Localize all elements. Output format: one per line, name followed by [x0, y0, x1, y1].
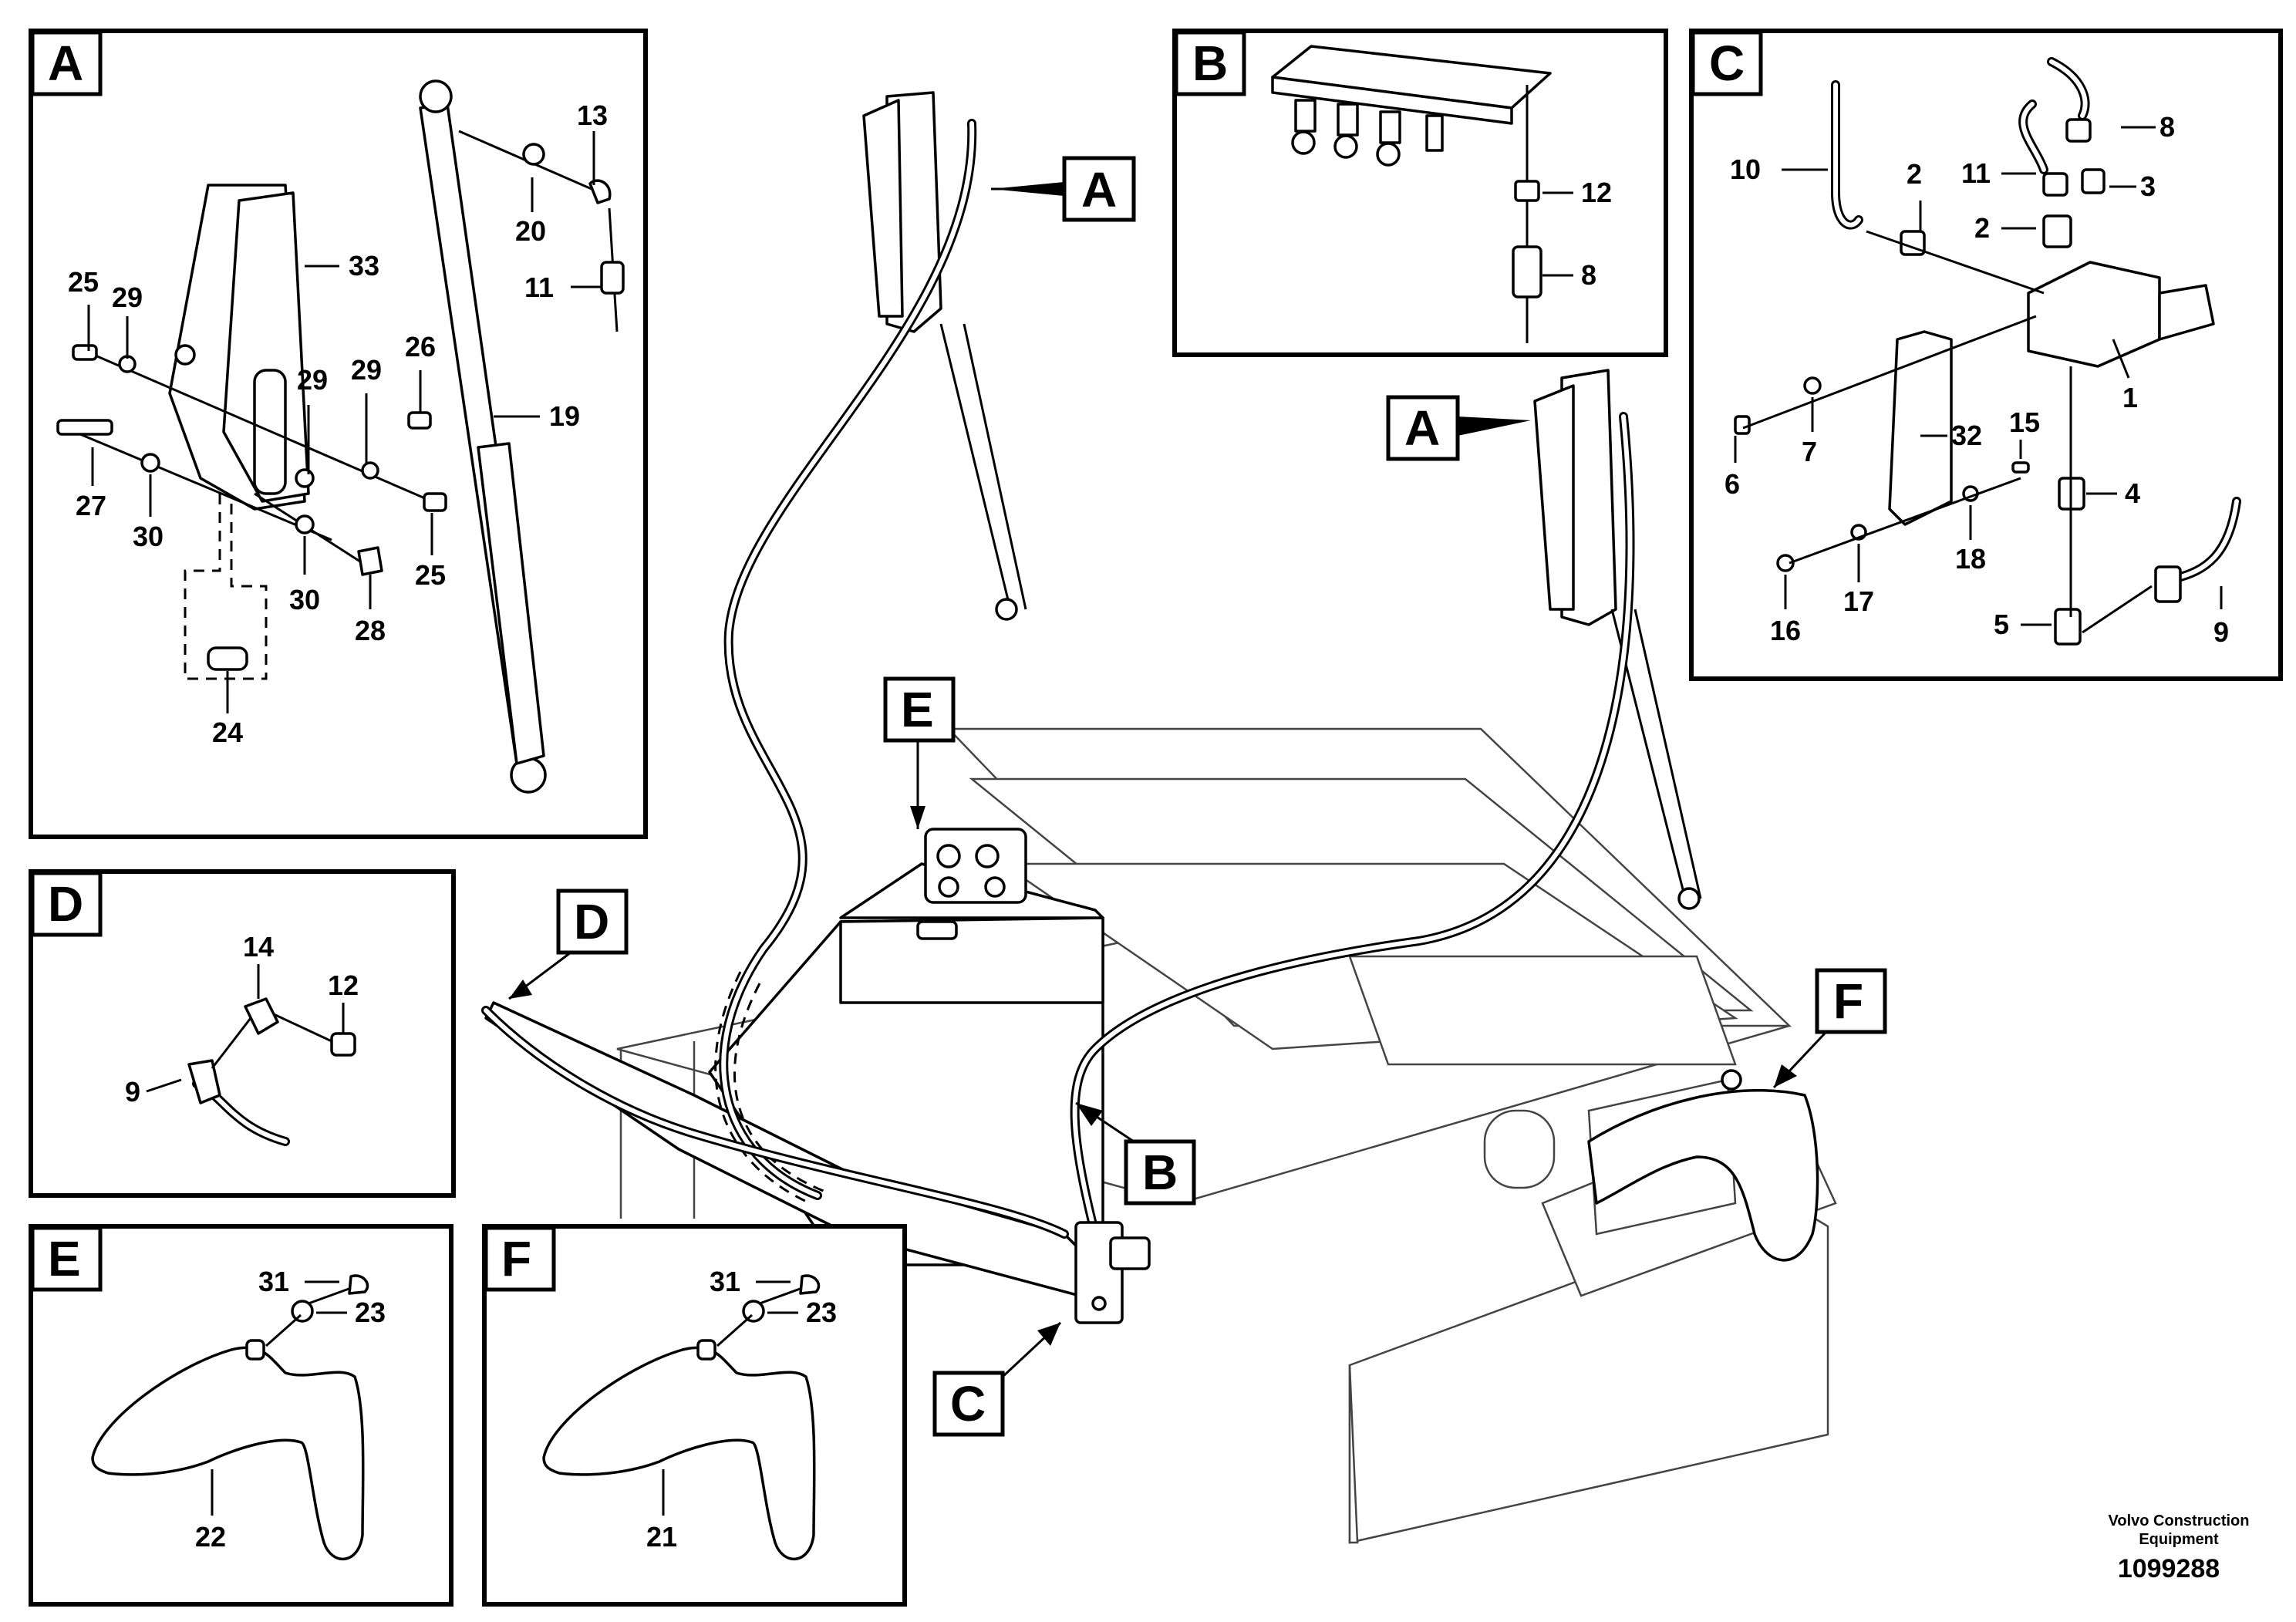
panel-b: B 12 8 — [1172, 29, 1668, 357]
part-label: 6 — [1725, 468, 1740, 500]
valve-assembly-icon — [916, 828, 1027, 940]
panel-f: F 31 23 21 — [482, 1224, 907, 1607]
main-assembly — [481, 91, 1837, 1544]
part-label: 14 — [243, 931, 274, 963]
callout-letter: A — [1081, 162, 1117, 218]
part-label: 11 — [1961, 157, 1991, 189]
panel-letter: B — [1192, 35, 1228, 91]
part-label: 11 — [524, 271, 554, 303]
panel-letter: E — [48, 1231, 81, 1286]
callout-f: F — [1772, 968, 1887, 1089]
part-label: 23 — [355, 1297, 386, 1328]
credit-line-2: Equipment — [2139, 1531, 2219, 1548]
part-label: 8 — [2159, 111, 2175, 143]
part-label: 13 — [577, 99, 608, 131]
part-label: 9 — [125, 1076, 140, 1108]
part-label: 29 — [351, 354, 382, 386]
panel-letter: C — [1709, 35, 1745, 91]
part-label: 22 — [195, 1521, 226, 1553]
part-label: 32 — [1951, 420, 1982, 451]
callout-c: C — [932, 1321, 1062, 1437]
part-label: 12 — [328, 969, 359, 1001]
part-label: 26 — [405, 331, 436, 363]
callout-b: B — [1075, 1101, 1196, 1206]
panel-e: E 31 23 22 — [29, 1224, 453, 1607]
panel-d: D 14 12 9 — [29, 869, 456, 1198]
part-label: 23 — [806, 1297, 837, 1328]
panel-letter: D — [48, 876, 83, 932]
part-label: 27 — [76, 490, 106, 521]
panel-letter: A — [48, 35, 83, 91]
panel-c: C — [1689, 29, 2283, 681]
part-label: 24 — [212, 717, 243, 748]
part-label: 15 — [2009, 406, 2040, 438]
callout-letter: F — [1833, 973, 1863, 1029]
part-label: 12 — [1581, 177, 1612, 208]
part-label: 10 — [1730, 153, 1761, 185]
part-label: 5 — [1994, 609, 2009, 640]
part-label: 30 — [289, 584, 320, 615]
panel-letter: F — [501, 1231, 531, 1286]
callout-letter: E — [901, 682, 934, 737]
part-label: 25 — [415, 559, 446, 591]
part-label: 25 — [68, 266, 99, 298]
part-label: 17 — [1843, 585, 1874, 617]
valve-block-icon — [1074, 1221, 1151, 1324]
part-label: 18 — [1955, 543, 1986, 575]
part-label: 31 — [710, 1266, 740, 1297]
part-label: 2 — [1907, 158, 1922, 190]
part-label: 28 — [355, 615, 386, 646]
right-cylinder-icon — [1533, 369, 1702, 910]
callout-letter: B — [1142, 1145, 1178, 1200]
callout-d: D — [508, 889, 629, 1000]
part-label: 33 — [349, 250, 379, 282]
part-label: 4 — [2125, 477, 2140, 509]
part-label: 8 — [1581, 259, 1596, 291]
callout-a-right: A — [1386, 395, 1531, 461]
credit-line-1: Volvo Construction — [2109, 1512, 2250, 1529]
left-cylinder-icon — [862, 91, 1027, 621]
document-number: 1099288 — [2118, 1554, 2220, 1583]
callout-letter: C — [950, 1376, 986, 1431]
callout-a-top: A — [991, 156, 1136, 222]
part-label: 30 — [133, 521, 164, 552]
part-label: 3 — [2140, 170, 2156, 202]
part-label: 9 — [2213, 616, 2229, 648]
footer: Volvo Construction Equipment 1099288 — [2109, 1512, 2250, 1583]
part-label: 19 — [549, 400, 580, 432]
part-label: 1 — [2122, 382, 2138, 413]
part-label: 7 — [1802, 436, 1817, 467]
part-label: 21 — [646, 1521, 677, 1553]
callout-letter: D — [574, 894, 609, 949]
part-label: 29 — [112, 282, 143, 313]
part-label: 16 — [1770, 615, 1801, 646]
part-label: 31 — [258, 1266, 289, 1297]
part-label: 20 — [515, 215, 546, 247]
callout-e: E — [883, 676, 956, 829]
callout-letter: A — [1404, 400, 1440, 456]
panel-a: A — [29, 29, 648, 839]
part-label: 2 — [1974, 212, 1990, 244]
part-label: 29 — [297, 364, 328, 396]
